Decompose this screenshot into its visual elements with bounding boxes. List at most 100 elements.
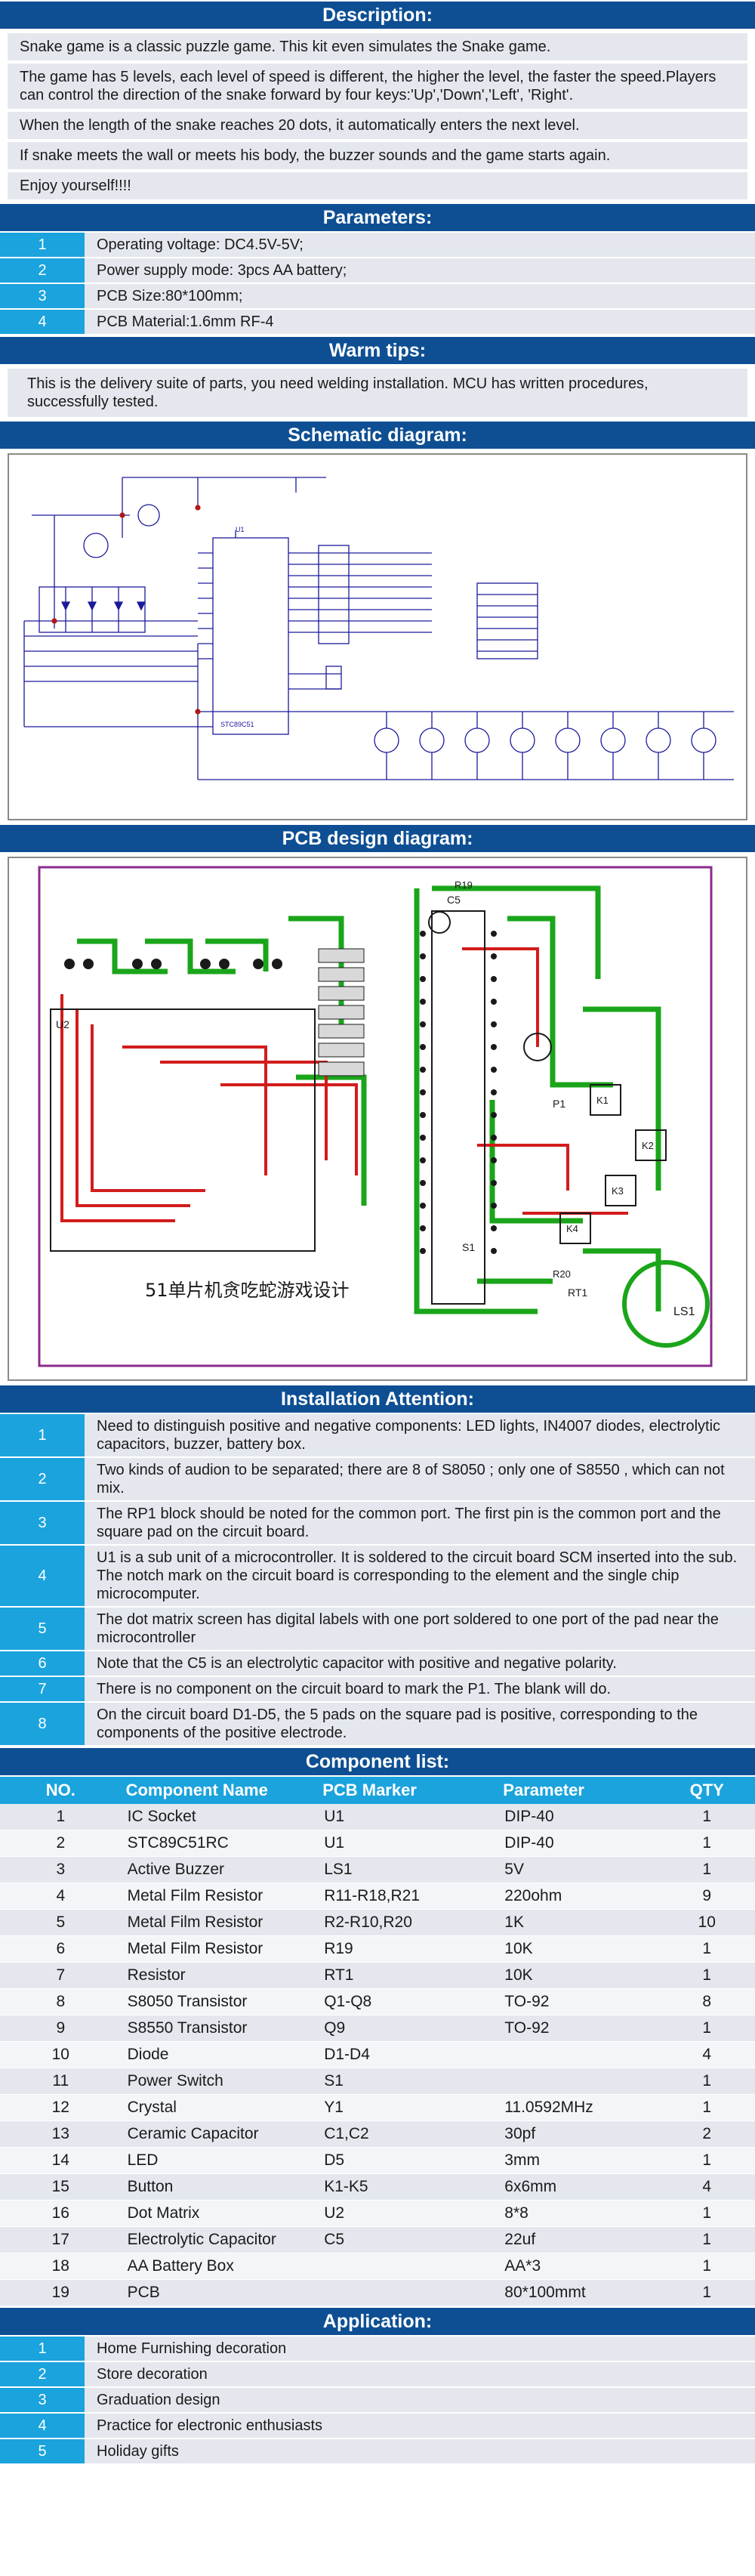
application-text: Store decoration <box>85 2361 755 2388</box>
application-number: 5 <box>0 2439 85 2465</box>
component-name-cell: Crystal <box>121 2094 319 2121</box>
installation-number: 8 <box>0 1702 85 1747</box>
component-marker-cell: R19 <box>318 1935 499 1963</box>
installation-number: 5 <box>0 1607 85 1651</box>
installation-header: Installation Attention: <box>0 1384 755 1414</box>
parameter-number: 1 <box>0 233 85 258</box>
column-header-param: Parameter <box>498 1777 659 1804</box>
description-paragraph: The game has 5 levels, each level of spe… <box>8 63 747 109</box>
installation-text: There is no component on the circuit boa… <box>85 1676 755 1703</box>
component-qty-cell: 4 <box>658 2041 755 2068</box>
component-no-cell: 10 <box>0 2041 122 2068</box>
component-marker-cell <box>318 2279 499 2306</box>
component-param-cell <box>498 2041 659 2068</box>
component-name-cell: Button <box>121 2173 319 2201</box>
component-param-cell: TO-92 <box>498 2015 659 2042</box>
installation-text: The RP1 block should be noted for the co… <box>85 1501 755 1546</box>
component-no-cell: 18 <box>0 2253 122 2280</box>
component-param-cell: 8*8 <box>498 2200 659 2227</box>
component-param-cell: 10K <box>498 1935 659 1963</box>
component-marker-cell: Q1-Q8 <box>318 1988 499 2015</box>
component-qty-cell: 1 <box>658 2253 755 2280</box>
component-param-cell: 3mm <box>498 2147 659 2174</box>
component-name-cell: S8550 Transistor <box>121 2015 319 2042</box>
pcb-label-r19: R19 <box>455 879 473 891</box>
component-name-cell: AA Battery Box <box>121 2253 319 2280</box>
pcb-label-c5: C5 <box>447 894 461 906</box>
component-marker-cell: RT1 <box>318 1962 499 1989</box>
component-no-cell: 5 <box>0 1909 122 1936</box>
component-name-cell: Ceramic Capacitor <box>121 2120 319 2148</box>
components-table: NO. Component Name PCB Marker Parameter … <box>0 1777 755 2306</box>
component-name-cell: Metal Film Resistor <box>121 1935 319 1963</box>
component-marker-cell: R2-R10,R20 <box>318 1909 499 1936</box>
pcb-label-k1: K1 <box>596 1095 609 1106</box>
component-no-cell: 1 <box>0 1804 122 1830</box>
component-qty-cell: 1 <box>658 2226 755 2253</box>
component-name-cell: Dot Matrix <box>121 2200 319 2227</box>
component-qty-cell: 1 <box>658 2068 755 2095</box>
application-number: 1 <box>0 2337 85 2362</box>
description-header: Description: <box>0 0 755 30</box>
pcb-label-k3: K3 <box>612 1185 624 1197</box>
installation-number: 3 <box>0 1501 85 1546</box>
component-no-cell: 14 <box>0 2147 122 2174</box>
installation-number: 1 <box>0 1414 85 1458</box>
column-header-no: NO. <box>0 1777 122 1804</box>
component-param-cell: 1K <box>498 1909 659 1936</box>
installation-text: The dot matrix screen has digital labels… <box>85 1607 755 1651</box>
description-paragraph: When the length of the snake reaches 20 … <box>8 112 747 139</box>
installation-text: On the circuit board D1-D5, the 5 pads o… <box>85 1702 755 1747</box>
component-marker-cell: S1 <box>318 2068 499 2095</box>
component-marker-cell: U1 <box>318 1830 499 1857</box>
parameter-number: 2 <box>0 258 85 284</box>
parameters-header: Parameters: <box>0 202 755 233</box>
schematic-drawing: STC89C51 U1 <box>23 477 734 780</box>
component-param-cell: TO-92 <box>498 1988 659 2015</box>
component-marker-cell: K1-K5 <box>318 2173 499 2201</box>
application-text: Graduation design <box>85 2387 755 2414</box>
pcb-label-ls1: LS1 <box>673 1305 695 1318</box>
description-paragraph: Snake game is a classic puzzle game. Thi… <box>8 33 747 60</box>
component-no-cell: 16 <box>0 2200 122 2227</box>
schematic-chip-ref: U1 <box>236 526 245 533</box>
components-header-row: NO. Component Name PCB Marker Parameter … <box>0 1777 755 1804</box>
installation-number: 6 <box>0 1651 85 1677</box>
component-qty-cell: 1 <box>658 1830 755 1857</box>
application-text: Holiday gifts <box>85 2439 755 2465</box>
pcb-label-k2: K2 <box>642 1140 654 1151</box>
description-block: Snake game is a classic puzzle game. Thi… <box>0 33 755 199</box>
column-header-name: Component Name <box>121 1777 319 1804</box>
component-marker-cell: R11-R18,R21 <box>318 1883 499 1910</box>
pcb-diagram: LS1 RT1 C5 P1 S1 K1 K2 K3 K4 U2 R19 R20 … <box>8 857 747 1381</box>
component-param-cell: DIP-40 <box>498 1804 659 1830</box>
pcb-chinese-caption: 51单片机贪吃蛇游戏设计 <box>145 1280 350 1301</box>
pcb-label-p1: P1 <box>553 1098 565 1110</box>
component-marker-cell: LS1 <box>318 1856 499 1883</box>
component-qty-cell: 1 <box>658 1804 755 1830</box>
installation-text: Note that the C5 is an electrolytic capa… <box>85 1651 755 1677</box>
component-qty-cell: 1 <box>658 2279 755 2306</box>
component-qty-cell: 1 <box>658 2147 755 2174</box>
component-marker-cell <box>318 2253 499 2280</box>
description-paragraph: If snake meets the wall or meets his bod… <box>8 142 747 169</box>
application-text: Practice for electronic enthusiasts <box>85 2413 755 2439</box>
component-param-cell: 6x6mm <box>498 2173 659 2201</box>
component-no-cell: 15 <box>0 2173 122 2201</box>
component-qty-cell: 8 <box>658 1988 755 2015</box>
component-qty-cell: 2 <box>658 2120 755 2148</box>
